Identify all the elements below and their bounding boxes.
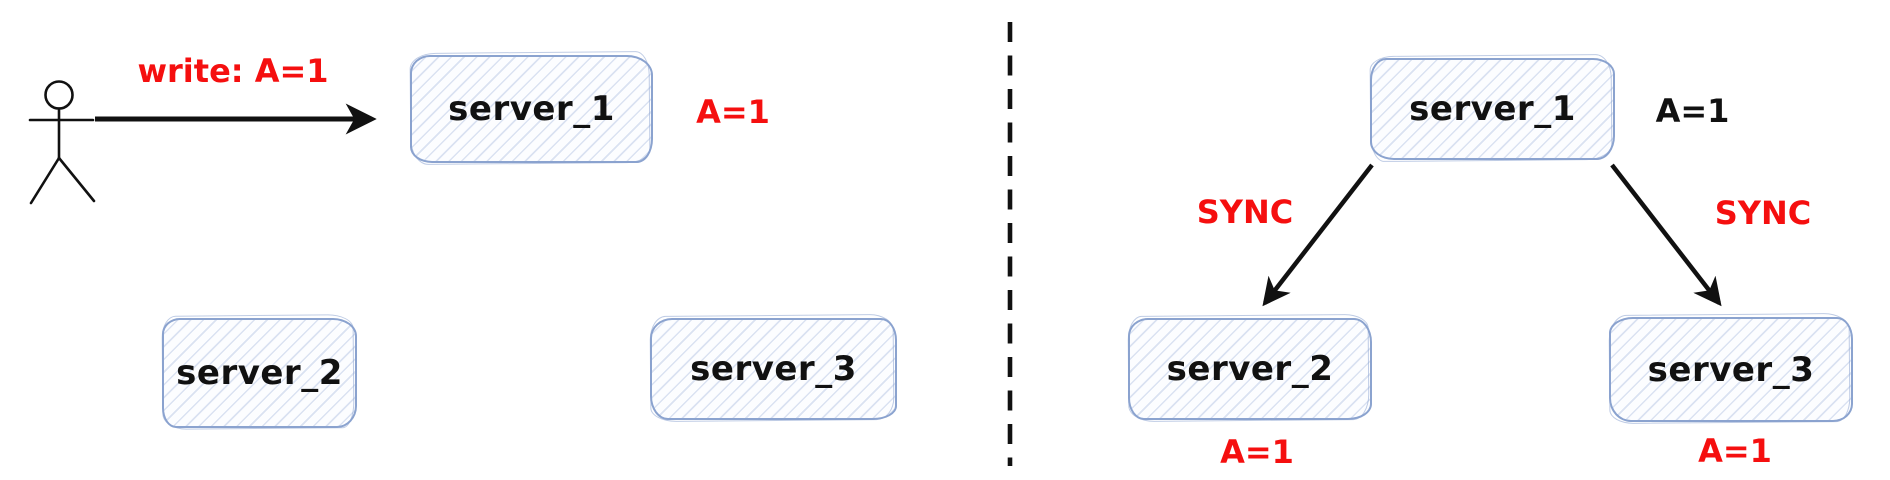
left-server-3-box: server_3 <box>650 318 897 420</box>
left-server-3-label: server_3 <box>690 349 857 389</box>
left-server-1-label: server_1 <box>448 89 615 129</box>
right-server-1-value: A=1 <box>1655 92 1730 130</box>
right-server-2-label: server_2 <box>1166 349 1334 389</box>
stick-figure-leg-right <box>57 156 96 203</box>
right-server-3-label: server_3 <box>1647 349 1815 390</box>
stick-figure-icon <box>28 80 96 205</box>
right-server-3-value: A=1 <box>1698 432 1772 470</box>
right-server-2-box: server_2 <box>1128 318 1372 420</box>
stick-figure-leg-left <box>29 156 61 205</box>
right-server-1-box: server_1 <box>1370 58 1615 160</box>
left-server-1-box: server_1 <box>410 55 653 163</box>
write-operation-label: write: A=1 <box>137 52 329 90</box>
sync-label-left: SYNC <box>1196 193 1294 231</box>
left-server-2-label: server_2 <box>176 353 343 393</box>
sync-label-right: SYNC <box>1714 194 1812 232</box>
right-server-1-label: server_1 <box>1409 89 1576 129</box>
right-server-2-value: A=1 <box>1220 433 1294 471</box>
left-server-1-value: A=1 <box>696 93 770 131</box>
stick-figure-head <box>44 80 74 110</box>
sync-arrow-left <box>1262 163 1374 307</box>
left-server-2-box: server_2 <box>162 318 357 428</box>
sync-arrow-right <box>1610 163 1722 307</box>
right-server-3-box: server_3 <box>1609 317 1853 422</box>
